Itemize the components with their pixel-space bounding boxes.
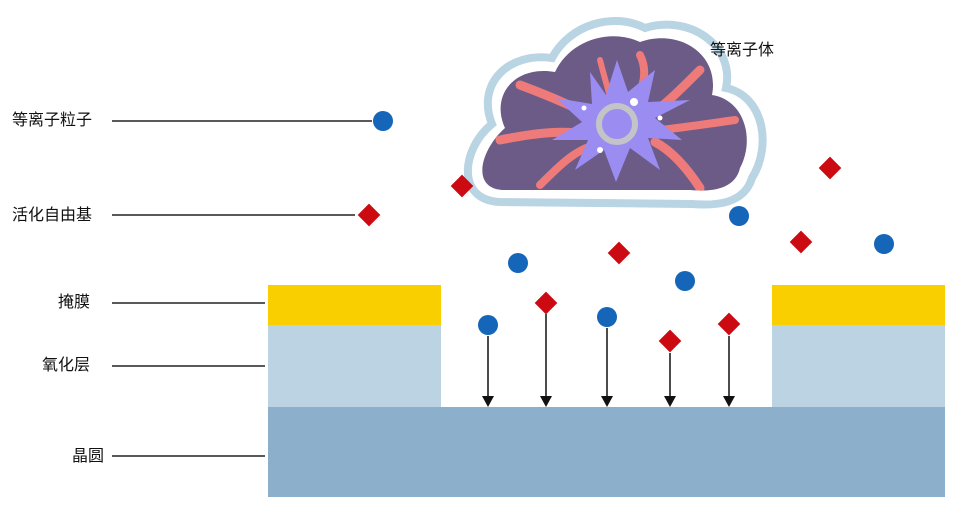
- red-diamond-icon: [658, 329, 682, 353]
- arrow-head: [540, 396, 552, 407]
- plasma-spark: [657, 115, 663, 121]
- plasma-spark: [581, 105, 587, 111]
- red-diamond-icon: [607, 241, 631, 265]
- oxide-layer-left: [268, 325, 441, 407]
- red-diamond-icon: [534, 291, 558, 315]
- wafer-layer: [268, 407, 945, 497]
- arrow-head: [601, 396, 613, 407]
- plasma-spark: [630, 98, 638, 106]
- mask-layer-right: [772, 285, 945, 325]
- blue-circle-icon: [478, 315, 498, 335]
- label-oxide-layer: 氧化层: [42, 355, 91, 374]
- blue-circle-icon: [373, 111, 393, 131]
- plasma-cloud-icon: [463, 17, 767, 209]
- blue-circle-icon: [508, 253, 528, 273]
- red-diamond-icon: [717, 312, 741, 336]
- red-diamond-icon: [357, 203, 381, 227]
- label-activated-radical: 活化自由基: [12, 205, 93, 224]
- label-mask: 掩膜: [58, 292, 91, 311]
- plasma-core: [552, 60, 690, 182]
- label-plasma-particle: 等离子粒子: [12, 110, 93, 129]
- plasma-particles: [373, 111, 894, 335]
- oxide-layer-right: [772, 325, 945, 407]
- arrow-head: [482, 396, 494, 407]
- red-diamond-icon: [818, 156, 842, 180]
- arrow-head: [664, 396, 676, 407]
- blue-circle-icon: [729, 206, 749, 226]
- arrow-head: [723, 396, 735, 407]
- label-wafer: 晶圆: [72, 446, 105, 465]
- blue-circle-icon: [675, 271, 695, 291]
- plasma-spark: [597, 147, 603, 153]
- label-plasma: 等离子体: [710, 40, 775, 59]
- blue-circle-icon: [874, 234, 894, 254]
- arrows: [482, 314, 735, 407]
- blue-circle-icon: [597, 307, 617, 327]
- plasma-core-ring: [596, 103, 638, 145]
- red-diamond-icon: [789, 230, 813, 254]
- mask-layer-left: [268, 285, 441, 325]
